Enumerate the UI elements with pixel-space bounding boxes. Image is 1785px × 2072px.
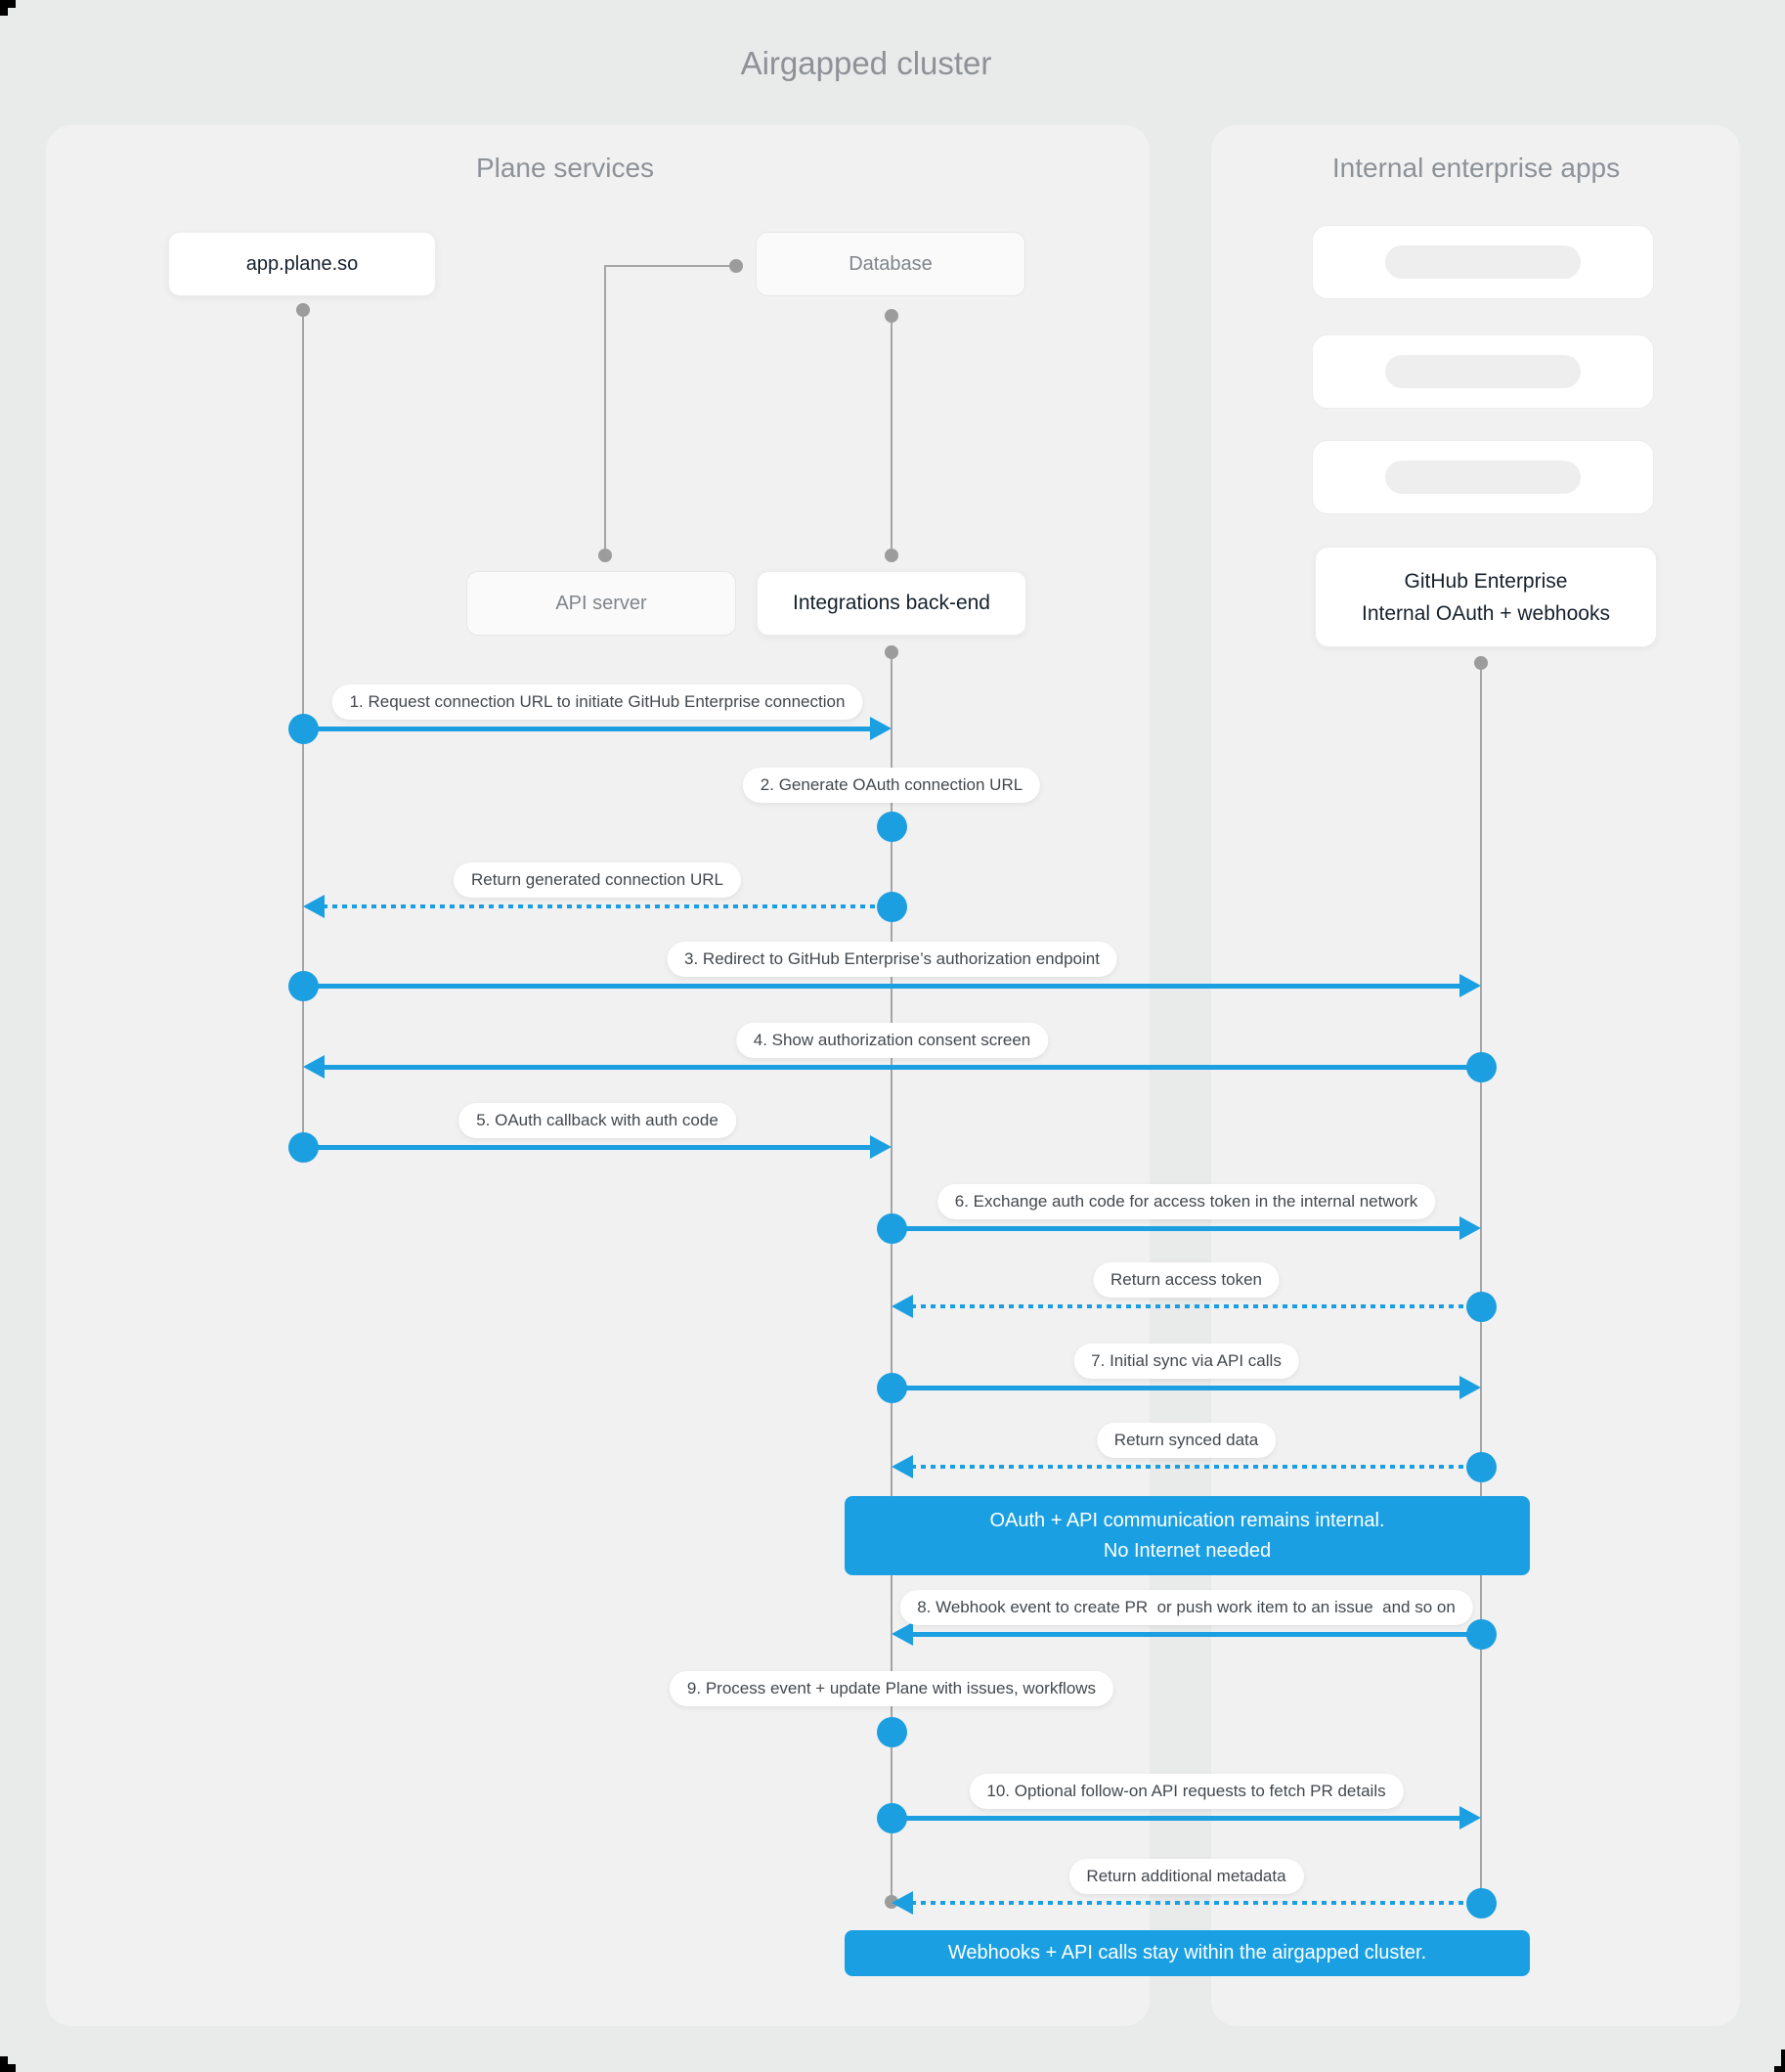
lifeline-database-to-integrations	[891, 316, 892, 555]
banner-line: Webhooks + API calls stay within the air…	[947, 1942, 1427, 1963]
placeholder-card	[1312, 440, 1654, 514]
message-node	[1466, 1888, 1497, 1918]
corner-mark	[0, 0, 16, 8]
arrow-head	[303, 1055, 325, 1079]
panel-plane-services	[46, 125, 1150, 2026]
arrow-head	[892, 1295, 913, 1318]
message-label: 4. Show authorization consent screen	[735, 1023, 1049, 1058]
placeholder-pill	[1385, 461, 1581, 494]
message-node	[1466, 1452, 1497, 1482]
message-label: 7. Initial sync via API calls	[1073, 1344, 1299, 1379]
message-label: Return access token	[1093, 1262, 1280, 1298]
message-arrow-line	[323, 904, 892, 908]
arrow-head	[1459, 1806, 1481, 1830]
corner-mark	[1781, 2050, 1785, 2072]
message-arrow-line	[911, 1304, 1481, 1308]
placeholder-card	[1312, 334, 1654, 409]
message-label: 8. Webhook event to create PR or push wo…	[899, 1590, 1473, 1625]
lifeline-api-server-horizontal	[604, 265, 736, 267]
page-title: Airgapped cluster	[740, 45, 992, 81]
actor-label-line1: GitHub Enterprise	[1404, 569, 1568, 593]
corner-mark	[0, 0, 8, 16]
placeholder-pill	[1385, 355, 1581, 388]
lifeline-api-server-vertical	[604, 266, 606, 555]
message-arrow-line	[892, 1225, 1461, 1231]
message-node	[1466, 1619, 1497, 1650]
message-arrow-line	[892, 1815, 1461, 1821]
arrow-head	[892, 1891, 913, 1915]
message-arrow-line	[911, 1465, 1481, 1469]
message-node	[1466, 1292, 1497, 1322]
banner-line: OAuth + API communication remains intern…	[989, 1509, 1385, 1531]
actor-label: API server	[555, 592, 647, 614]
message-arrow-line	[911, 1631, 1481, 1637]
message-node	[877, 1373, 907, 1403]
connector-dot	[1474, 656, 1488, 670]
arrow-head	[1459, 974, 1481, 997]
lifeline-integrations	[891, 652, 892, 1902]
arrow-head	[1459, 1376, 1481, 1399]
message-node	[877, 1213, 907, 1244]
message-node	[877, 1803, 907, 1833]
message-node	[288, 1132, 319, 1163]
internal-enterprise-apps-heading: Internal enterprise apps	[1331, 153, 1621, 183]
actor-box-github-enterprise: GitHub Enterprise Internal OAuth + webho…	[1315, 547, 1657, 647]
arrow-head	[1459, 1216, 1481, 1240]
message-arrow-line	[303, 726, 872, 731]
message-label: 10. Optional follow-on API requests to f…	[969, 1774, 1404, 1809]
message-arrow-line	[303, 1144, 872, 1150]
corner-mark	[1774, 2066, 1785, 2072]
actor-label-line2: Internal OAuth + webhooks	[1362, 601, 1610, 625]
actor-label: Database	[849, 252, 933, 275]
connector-dot	[885, 645, 898, 659]
arrow-head	[870, 1135, 892, 1159]
arrow-head	[870, 717, 892, 740]
message-label: Return synced data	[1096, 1423, 1277, 1458]
actor-box-integrations-backend: Integrations back-end	[757, 571, 1026, 636]
actor-label: Integrations back-end	[793, 592, 990, 614]
message-label: Return additional metadata	[1068, 1859, 1304, 1894]
placeholder-card	[1312, 225, 1654, 299]
banner-internal-note: OAuth + API communication remains intern…	[845, 1496, 1530, 1575]
message-node	[1466, 1052, 1497, 1082]
lifeline-github	[1480, 663, 1482, 1903]
message-node	[288, 714, 319, 744]
plane-services-heading: Plane services	[475, 153, 655, 183]
actor-label: app.plane.so	[245, 252, 359, 275]
arrow-head	[892, 1455, 913, 1478]
banner-airgapped-note: Webhooks + API calls stay within the air…	[845, 1930, 1530, 1976]
message-label: 1. Request connection URL to initiate Gi…	[331, 684, 863, 720]
banner-line: No Internet needed	[1103, 1539, 1272, 1562]
message-arrow-line	[911, 1901, 1481, 1905]
message-node	[877, 1717, 907, 1747]
message-label: 9. Process event + update Plane with iss…	[669, 1671, 1114, 1706]
connector-dot	[729, 259, 743, 273]
message-node	[877, 812, 907, 842]
connector-dot	[885, 549, 898, 562]
placeholder-pill	[1385, 245, 1581, 279]
message-label: 2. Generate OAuth connection URL	[742, 768, 1041, 803]
message-arrow-line	[303, 983, 1461, 989]
connector-dot	[296, 303, 310, 317]
arrow-head	[892, 1622, 913, 1646]
message-node	[288, 971, 319, 1001]
connector-dot	[598, 549, 612, 562]
arrow-head	[303, 895, 325, 918]
actor-box-api-server: API server	[466, 571, 736, 636]
message-node	[877, 892, 907, 922]
connector-dot	[885, 309, 898, 323]
message-label: Return generated connection URL	[454, 862, 741, 898]
message-label: 3. Redirect to GitHub Enterprise’s autho…	[667, 942, 1117, 977]
message-arrow-line	[892, 1385, 1461, 1390]
corner-mark	[0, 2064, 16, 2072]
message-label: 5. OAuth callback with auth code	[458, 1103, 736, 1138]
message-label: 6. Exchange auth code for access token i…	[936, 1184, 1436, 1219]
actor-box-database: Database	[756, 232, 1025, 296]
actor-box-app-plane-so: app.plane.so	[168, 232, 436, 296]
message-arrow-line	[323, 1064, 1481, 1070]
